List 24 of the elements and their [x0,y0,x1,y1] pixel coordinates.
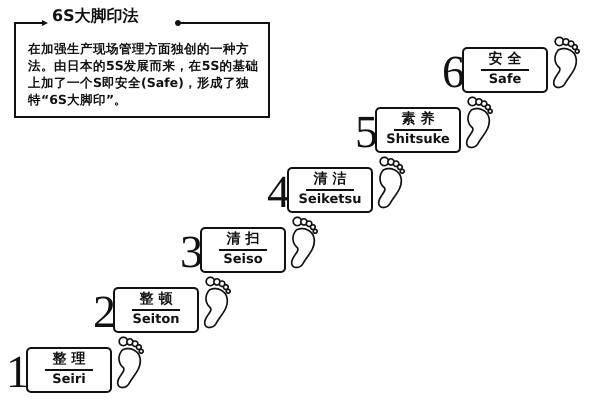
step-name-zh: 整 顿 [132,291,180,311]
step-name-zh: 清 洁 [306,171,354,191]
step-name-en: Seiso [223,251,263,269]
description-text: 在加强生产现场管理方面独创的一种方法。由日本的5S发展而来，在5S的基础上加了一个S即安全(Safe)，形成了独特“6S大脚印”。 [28,40,260,108]
step-number: 1 [6,349,29,395]
step-name-en: Seiketsu [298,191,362,209]
step-name-en: Shitsuke [386,131,450,149]
step-number: 5 [355,109,378,155]
step-box [462,47,548,93]
step-name-zh: 安 全 [480,51,530,71]
step-box [113,287,199,333]
step-number: 2 [93,289,116,335]
step-box [200,227,286,273]
step-name-zh: 素 养 [394,111,442,131]
step-box [375,107,461,153]
step-name-zh: 整 理 [44,351,94,371]
step-name-en: Seiri [52,371,86,389]
step-number: 4 [267,169,290,215]
step-box [287,167,373,213]
step-name-zh: 清 扫 [218,231,268,251]
step-name-en: Seiton [132,311,180,329]
step-name-en: Safe [488,71,522,89]
step-box [26,347,112,393]
step-number: 3 [180,229,203,275]
